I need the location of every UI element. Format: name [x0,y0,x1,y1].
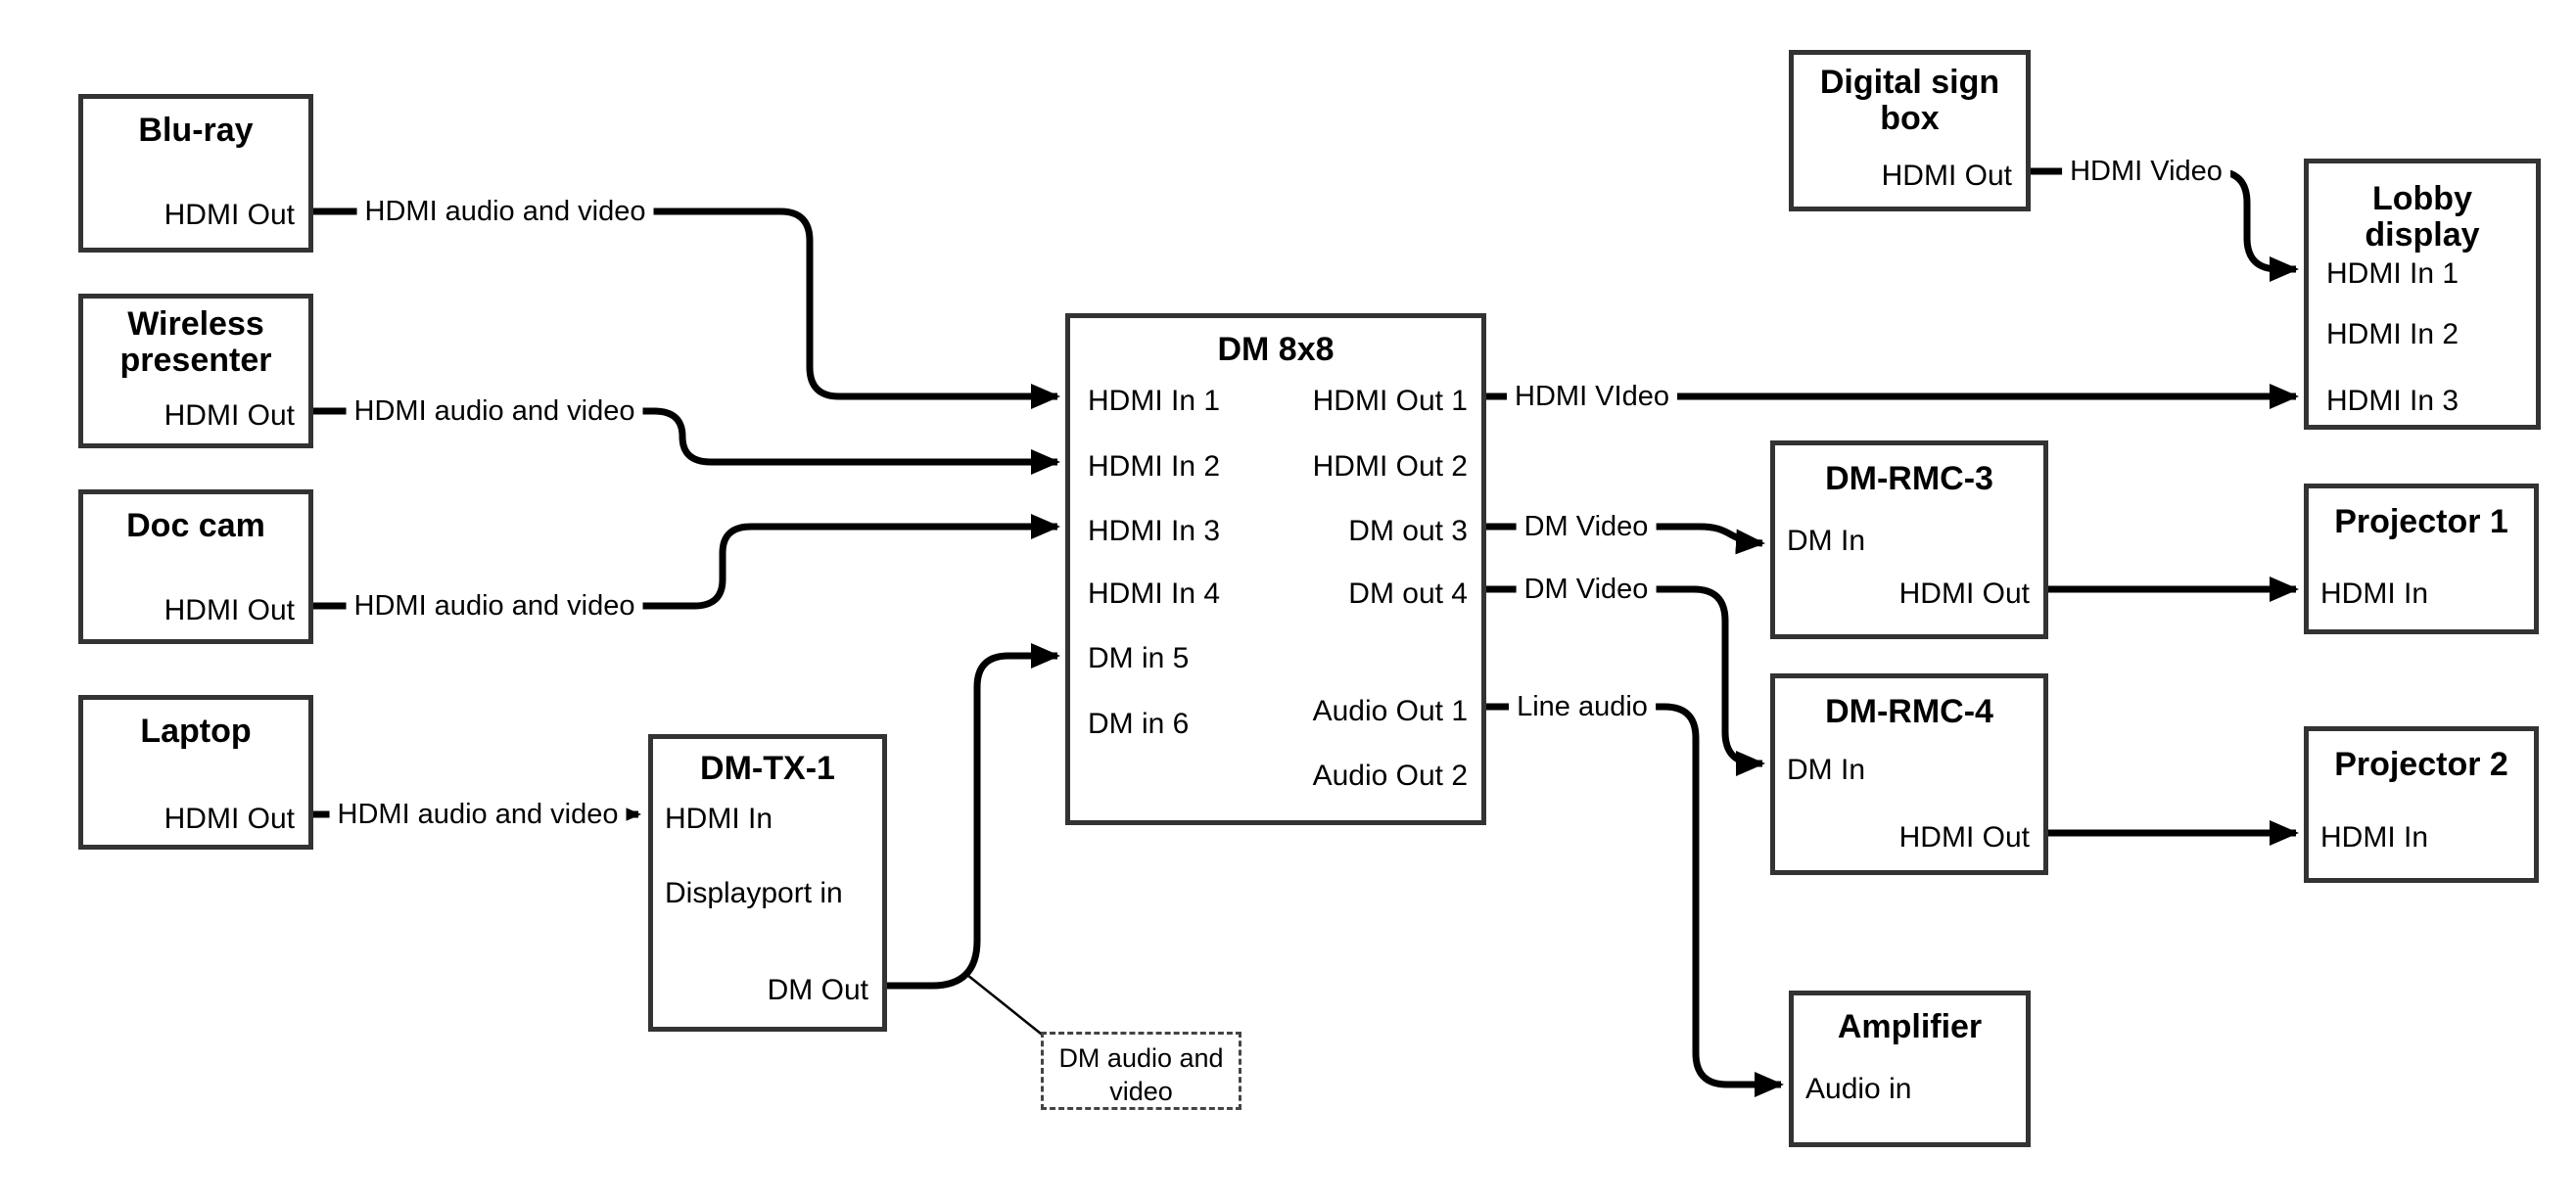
node-title: Amplifier [1837,1008,1983,1045]
port-dm-rmc-3-dm-in: DM In [1787,525,1866,557]
port-doc-cam-hdmi-out: HDMI Out [164,594,295,626]
port-digital-sign-box-hdmi-out: HDMI Out [1881,160,2012,192]
connector-doc-cam-to-dm8x8-hdmi-in-3 [313,514,1060,610]
port-dm-8x8-hdmi-in-2: HDMI In 2 [1088,450,1221,483]
port-amplifier-audio-in: Audio in [1805,1073,1912,1105]
node-amplifier: Amplifier Audio in [1789,991,2031,1147]
port-lobby-display-hdmi-in-2: HDMI In 2 [2326,318,2459,350]
connection-label-audio-out-1: Line audio [1509,690,1656,723]
port-dm-tx-1-displayport-in: Displayport in [665,877,843,909]
annotation-dm-audio-and-video: DM audio and video [1041,1032,1241,1110]
node-title: DM-TX-1 [700,750,835,787]
node-projector-2: Projector 2 HDMI In [2304,726,2539,883]
connection-label-hdmi-out-1: HDMI VIdeo [1507,380,1677,413]
connection-label-doccam: HDMI audio and video [346,589,643,623]
node-title: Doc cam [126,507,265,544]
node-title: Projector 2 [2334,746,2508,783]
port-projector-2-hdmi-in: HDMI In [2320,821,2429,854]
port-dm-8x8-audio-out-1: Audio Out 1 [1312,695,1468,727]
connector-wireless-presenter-to-dm8x8-hdmi-in-2 [313,407,1060,475]
connector-dm-tx-1-to-dm8x8-dm-in-5 [887,643,1060,990]
port-dm-rmc-3-hdmi-out: HDMI Out [1898,577,2030,610]
port-projector-1-hdmi-in: HDMI In [2320,577,2429,610]
node-title: Digital sign box [1819,64,2000,137]
node-dm-8x8: DM 8x8 HDMI In 1 HDMI In 2 HDMI In 3 HDM… [1065,313,1486,825]
port-dm-rmc-4-hdmi-out: HDMI Out [1898,821,2030,854]
port-dm-8x8-hdmi-in-3: HDMI In 3 [1088,515,1221,547]
connection-label-dm-out-4: DM Video [1516,573,1657,606]
port-lobby-display-hdmi-in-3: HDMI In 3 [2326,385,2459,417]
port-dm-8x8-dm-out-4: DM out 4 [1348,577,1468,610]
port-dm-tx-1-dm-out: DM Out [767,974,868,1006]
node-title: Laptop [140,713,252,750]
port-dm-8x8-hdmi-in-1: HDMI In 1 [1088,385,1221,417]
port-dm-rmc-4-dm-in: DM In [1787,754,1866,786]
annotation-leader-line [966,974,1047,1039]
port-blu-ray-hdmi-out: HDMI Out [164,199,295,231]
node-title: DM 8x8 [1217,331,1335,368]
port-dm-8x8-hdmi-in-4: HDMI In 4 [1088,577,1221,610]
port-dm-8x8-hdmi-out-2: HDMI Out 2 [1312,450,1468,483]
node-digital-sign-box: Digital sign box HDMI Out [1789,50,2031,211]
connector-dm8x8-audio-out-1-to-amplifier-audio-in [1486,703,1784,1097]
node-laptop: Laptop HDMI Out [78,695,313,850]
node-wireless-presenter: Wireless presenter HDMI Out [78,294,313,448]
node-title: Wireless presenter [119,305,272,379]
connection-label-bluray: HDMI audio and video [356,195,654,228]
node-lobby-display: Lobby display HDMI In 1 HDMI In 2 HDMI I… [2304,159,2541,430]
port-laptop-hdmi-out: HDMI Out [164,803,295,835]
port-dm-8x8-dm-in-5: DM in 5 [1088,642,1190,674]
connection-label-digital-sign: HDMI Video [2062,155,2230,188]
node-blu-ray: Blu-ray HDMI Out [78,94,313,253]
port-dm-8x8-audio-out-2: Audio Out 2 [1312,760,1468,792]
node-doc-cam: Doc cam HDMI Out [78,489,313,644]
port-wireless-presenter-hdmi-out: HDMI Out [164,399,295,432]
node-title: Blu-ray [138,112,254,149]
connection-label-laptop: HDMI audio and video [329,798,627,831]
node-title: DM-RMC-4 [1825,693,1993,730]
connector-dm8x8-dm-out-3-to-dm-rmc-3-dm-in [1486,523,1765,555]
node-dm-rmc-4: DM-RMC-4 DM In HDMI Out [1770,673,2048,875]
connection-label-wireless: HDMI audio and video [346,394,643,428]
port-dm-8x8-dm-in-6: DM in 6 [1088,708,1190,740]
node-title: Projector 1 [2334,503,2508,540]
connection-label-dm-out-3: DM Video [1516,510,1657,543]
connector-bluray-to-dm8x8-hdmi-in-1 [313,208,1060,409]
node-dm-rmc-3: DM-RMC-3 DM In HDMI Out [1770,440,2048,639]
node-dm-tx-1: DM-TX-1 HDMI In Displayport in DM Out [648,734,887,1032]
connector-dm8x8-dm-out-4-to-dm-rmc-4-dm-in [1486,585,1765,776]
port-dm-8x8-hdmi-out-1: HDMI Out 1 [1312,385,1468,417]
node-title: Lobby display [2365,180,2480,254]
port-dm-tx-1-hdmi-in: HDMI In [665,803,773,835]
node-title: DM-RMC-3 [1825,460,1993,497]
node-projector-1: Projector 1 HDMI In [2304,484,2539,634]
port-dm-8x8-dm-out-3: DM out 3 [1348,515,1468,547]
port-lobby-display-hdmi-in-1: HDMI In 1 [2326,257,2459,290]
